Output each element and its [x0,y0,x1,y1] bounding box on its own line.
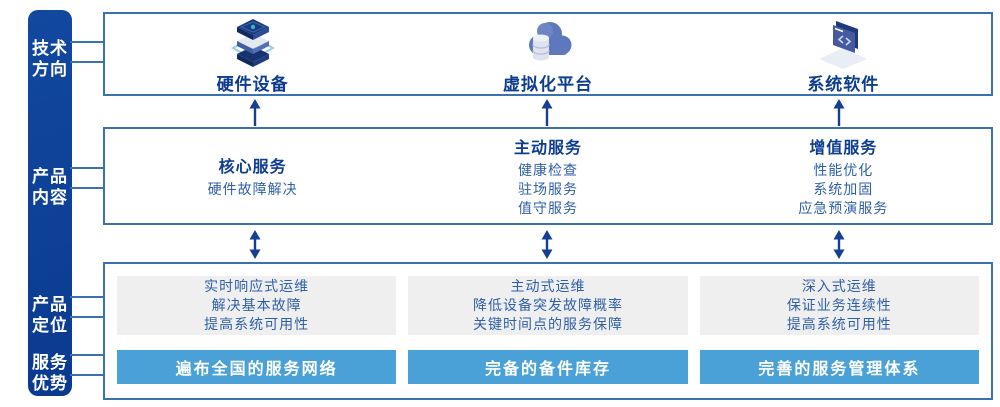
tech-label: 系统软件 [807,75,880,94]
positioning-advantage-box: 实时响应式运维 解决基本故障 提高系统可用性 遍布全国的服务网络 主动式运维 降… [103,262,993,400]
sidebar-label-line: 产品 [32,295,68,314]
advantage-banner-2: 完备的备件库存 [408,350,688,384]
sidebar-label-line: 服务 [32,353,68,372]
cloud-database-icon [520,17,576,69]
sidebar: 技术 方向 产品 内容 产品 定位 服务 优势 [28,10,72,396]
up-arrow [541,99,553,126]
positioning-card-2: 主动式运维 降低设备突发故障概率 关键时间点的服务保障 [408,276,688,335]
tech-label: 硬件设备 [216,75,289,94]
service-item: 值守服务 [517,200,578,216]
tech-label: 虚拟化平台 [502,75,593,94]
connector-line [70,167,104,169]
connector-line [70,41,104,43]
double-arrow [833,230,845,259]
service-column-value-added: 增值服务 性能优化 系统加固 应急预演服务 [696,129,991,223]
positioning-line: 提高系统可用性 [204,316,310,332]
connector-line [70,296,104,298]
positioning-line: 解决基本故障 [211,297,302,313]
sidebar-label-line: 方向 [32,60,68,79]
connector-line [70,316,104,318]
server-stack-icon [225,17,281,69]
sidebar-label-line: 产品 [32,167,68,186]
sidebar-label-line: 优势 [32,374,68,393]
positioning-line: 深入式运维 [801,278,877,294]
service-item: 应急预演服务 [798,200,889,216]
connector-line [70,354,104,356]
connector-line [70,187,104,189]
positioning-line: 关键时间点的服务保障 [472,316,623,332]
service-item: 系统加固 [813,181,874,197]
service-item: 健康检查 [517,162,578,178]
advantage-banner-3: 完善的服务管理体系 [699,350,979,384]
service-column-active: 主动服务 健康检查 驻场服务 值守服务 [400,129,695,223]
bottom-column-2: 主动式运维 降低设备突发故障概率 关键时间点的服务保障 完备的备件库存 [408,276,688,384]
double-arrow [249,230,261,259]
positioning-line: 降低设备突发故障概率 [472,297,623,313]
up-arrow [833,99,845,126]
sidebar-label-product-content: 产品 内容 [28,166,72,208]
code-window-icon [815,17,871,69]
sidebar-label-line: 定位 [32,316,68,335]
service-item: 驻场服务 [517,181,578,197]
service-item: 性能优化 [813,162,874,178]
bottom-column-3: 深入式运维 保证业务连续性 提高系统可用性 完善的服务管理体系 [699,276,979,384]
tech-item-virtualization: 虚拟化平台 [400,14,695,94]
service-item: 硬件故障解决 [207,181,298,197]
sidebar-label-line: 内容 [32,188,68,207]
connector-line [70,374,104,376]
positioning-line: 提高系统可用性 [786,316,892,332]
double-arrow [541,230,553,259]
sidebar-label-tech-direction: 技术 方向 [28,38,72,80]
positioning-card-3: 深入式运维 保证业务连续性 提高系统可用性 [699,276,979,335]
positioning-card-1: 实时响应式运维 解决基本故障 提高系统可用性 [117,276,397,335]
sidebar-label-line: 技术 [32,39,68,58]
positioning-line: 保证业务连续性 [786,297,892,313]
tech-item-system-software: 系统软件 [696,14,991,94]
tech-direction-box: 硬件设备 虚拟化平台 [103,12,993,96]
service-title: 核心服务 [218,159,287,176]
connector-line [70,61,104,63]
service-title: 增值服务 [809,140,878,157]
service-title: 主动服务 [513,140,582,157]
sidebar-label-service-advantage: 服务 优势 [28,352,72,394]
positioning-line: 主动式运维 [510,278,586,294]
tech-item-hardware: 硬件设备 [105,14,400,94]
up-arrow [249,99,261,126]
positioning-line: 实时响应式运维 [204,278,310,294]
bottom-column-1: 实时响应式运维 解决基本故障 提高系统可用性 遍布全国的服务网络 [117,276,397,384]
advantage-banner-1: 遍布全国的服务网络 [117,350,397,384]
product-content-box: 核心服务 硬件故障解决 主动服务 健康检查 驻场服务 值守服务 增值服务 性能优… [103,127,993,225]
sidebar-label-product-positioning: 产品 定位 [28,294,72,336]
service-column-core: 核心服务 硬件故障解决 [105,129,400,223]
